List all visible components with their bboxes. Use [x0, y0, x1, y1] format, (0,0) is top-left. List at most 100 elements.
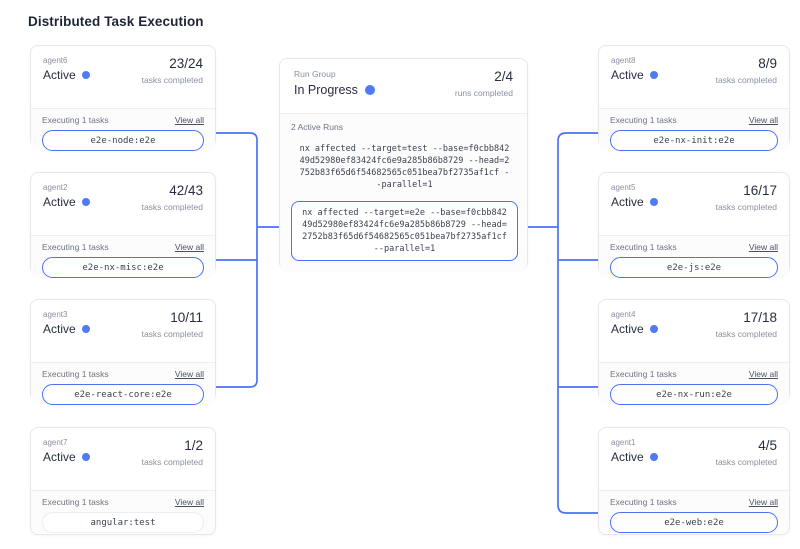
task-pill[interactable]: e2e-nx-misc:e2e — [42, 257, 204, 278]
view-all-link[interactable]: View all — [748, 369, 778, 379]
active-status-dot-icon — [81, 453, 90, 461]
executing-label: Executing 1 tasks — [42, 115, 109, 125]
tasks-count-label: tasks completed — [715, 457, 777, 467]
active-runs-label: 2 Active Runs — [291, 122, 343, 132]
agent-name: agent3 — [43, 310, 68, 319]
run-group-header: Run Group In Progress 2/4 runs completed — [280, 59, 527, 113]
tasks-count-label: tasks completed — [715, 202, 777, 212]
agent-name: agent1 — [611, 438, 636, 447]
agent-name: agent8 — [611, 56, 636, 65]
agent-status: Active — [43, 450, 90, 464]
tasks-count-label: tasks completed — [141, 329, 203, 339]
view-all-link[interactable]: View all — [748, 242, 778, 252]
tasks-count: 16/17 — [743, 183, 777, 198]
view-all-link[interactable]: View all — [748, 497, 778, 507]
tasks-count: 17/18 — [743, 310, 777, 325]
run-group-label: Run Group — [294, 69, 336, 79]
agent-card-tasks: Executing 1 tasks View all e2e-react-cor… — [31, 362, 215, 405]
executing-label: Executing 1 tasks — [42, 369, 109, 379]
agent-card-header: agent2 Active 42/43 tasks completed — [31, 173, 215, 235]
agent-name: agent4 — [611, 310, 636, 319]
agent-name: agent7 — [43, 438, 68, 447]
executing-label: Executing 1 tasks — [610, 497, 677, 507]
in-progress-status-dot-icon — [364, 85, 375, 95]
agent-card-tasks: Executing 1 tasks View all e2e-web:e2e — [599, 490, 789, 533]
view-all-link[interactable]: View all — [174, 115, 204, 125]
executing-label: Executing 1 tasks — [610, 369, 677, 379]
agent-card-agent7: agent7 Active 1/2 tasks completed Execut… — [30, 427, 216, 535]
tasks-count: 23/24 — [169, 56, 203, 71]
agent-status: Active — [611, 322, 658, 336]
view-all-link[interactable]: View all — [174, 497, 204, 507]
active-status-dot-icon — [649, 71, 658, 79]
active-status-dot-icon — [81, 198, 90, 206]
task-pill[interactable]: e2e-react-core:e2e — [42, 384, 204, 405]
tasks-count-label: tasks completed — [715, 75, 777, 85]
agent-card-agent2: agent2 Active 42/43 tasks completed Exec… — [30, 172, 216, 278]
tasks-count-label: tasks completed — [141, 202, 203, 212]
agent-name: agent2 — [43, 183, 68, 192]
agent-name: agent6 — [43, 56, 68, 65]
task-pill[interactable]: e2e-js:e2e — [610, 257, 778, 278]
tasks-count-label: tasks completed — [141, 457, 203, 467]
agent-card-header: agent3 Active 10/11 tasks completed — [31, 300, 215, 362]
agent-card-agent3: agent3 Active 10/11 tasks completed Exec… — [30, 299, 216, 405]
agent-card-agent8: agent8 Active 8/9 tasks completed Execut… — [598, 45, 790, 151]
task-pill[interactable]: e2e-web:e2e — [610, 512, 778, 533]
tasks-count: 10/11 — [170, 310, 203, 325]
agent-card-header: agent7 Active 1/2 tasks completed — [31, 428, 215, 490]
view-all-link[interactable]: View all — [748, 115, 778, 125]
active-status-dot-icon — [649, 198, 658, 206]
active-status-dot-icon — [81, 71, 90, 79]
runs-count-label: runs completed — [454, 88, 513, 98]
executing-label: Executing 1 tasks — [42, 497, 109, 507]
view-all-link[interactable]: View all — [174, 242, 204, 252]
run-group-card: Run Group In Progress 2/4 runs completed… — [279, 58, 528, 271]
agent-card-tasks: Executing 1 tasks View all angular:test — [31, 490, 215, 533]
tasks-count: 4/5 — [758, 438, 777, 453]
agent-card-tasks: Executing 1 tasks View all e2e-js:e2e — [599, 235, 789, 278]
executing-label: Executing 1 tasks — [42, 242, 109, 252]
task-pill[interactable]: e2e-node:e2e — [42, 130, 204, 151]
runs-count: 2/4 — [494, 69, 513, 84]
agent-card-tasks: Executing 1 tasks View all e2e-nx-init:e… — [599, 108, 789, 151]
agent-card-agent6: agent6 Active 23/24 tasks completed Exec… — [30, 45, 216, 151]
agent-status: Active — [43, 68, 90, 82]
executing-label: Executing 1 tasks — [610, 115, 677, 125]
run-command[interactable]: nx affected --target=test --base=f0cbb84… — [299, 144, 510, 190]
executing-label: Executing 1 tasks — [610, 242, 677, 252]
task-pill[interactable]: angular:test — [42, 512, 204, 533]
page-title: Distributed Task Execution — [28, 14, 204, 29]
tasks-count-label: tasks completed — [715, 329, 777, 339]
agent-name: agent5 — [611, 183, 636, 192]
run-group-status: In Progress — [294, 83, 375, 97]
agent-card-agent1: agent1 Active 4/5 tasks completed Execut… — [598, 427, 790, 535]
tasks-count: 42/43 — [169, 183, 203, 198]
agent-card-header: agent1 Active 4/5 tasks completed — [599, 428, 789, 490]
agent-status: Active — [611, 195, 658, 209]
agent-card-tasks: Executing 1 tasks View all e2e-node:e2e — [31, 108, 215, 151]
agent-card-header: agent4 Active 17/18 tasks completed — [599, 300, 789, 362]
tasks-count-label: tasks completed — [141, 75, 203, 85]
agent-card-header: agent5 Active 16/17 tasks completed — [599, 173, 789, 235]
view-all-link[interactable]: View all — [174, 369, 204, 379]
run-group-body: 2 Active Runs nx affected --target=test … — [280, 113, 527, 271]
agent-status: Active — [611, 68, 658, 82]
agent-card-tasks: Executing 1 tasks View all e2e-nx-run:e2… — [599, 362, 789, 405]
tasks-count: 1/2 — [184, 438, 203, 453]
agent-status: Active — [43, 322, 90, 336]
agent-card-agent5: agent5 Active 16/17 tasks completed Exec… — [598, 172, 790, 278]
agent-card-tasks: Executing 1 tasks View all e2e-nx-misc:e… — [31, 235, 215, 278]
agent-card-agent4: agent4 Active 17/18 tasks completed Exec… — [598, 299, 790, 405]
task-pill[interactable]: e2e-nx-init:e2e — [610, 130, 778, 151]
agent-card-header: agent8 Active 8/9 tasks completed — [599, 46, 789, 108]
active-status-dot-icon — [649, 453, 658, 461]
active-status-dot-icon — [649, 325, 658, 333]
agent-status: Active — [43, 195, 90, 209]
agent-card-header: agent6 Active 23/24 tasks completed — [31, 46, 215, 108]
agent-status: Active — [611, 450, 658, 464]
run-command-highlighted[interactable]: nx affected --target=e2e --base=f0cbb842… — [291, 201, 518, 261]
task-pill[interactable]: e2e-nx-run:e2e — [610, 384, 778, 405]
active-status-dot-icon — [81, 325, 90, 333]
tasks-count: 8/9 — [758, 56, 777, 71]
